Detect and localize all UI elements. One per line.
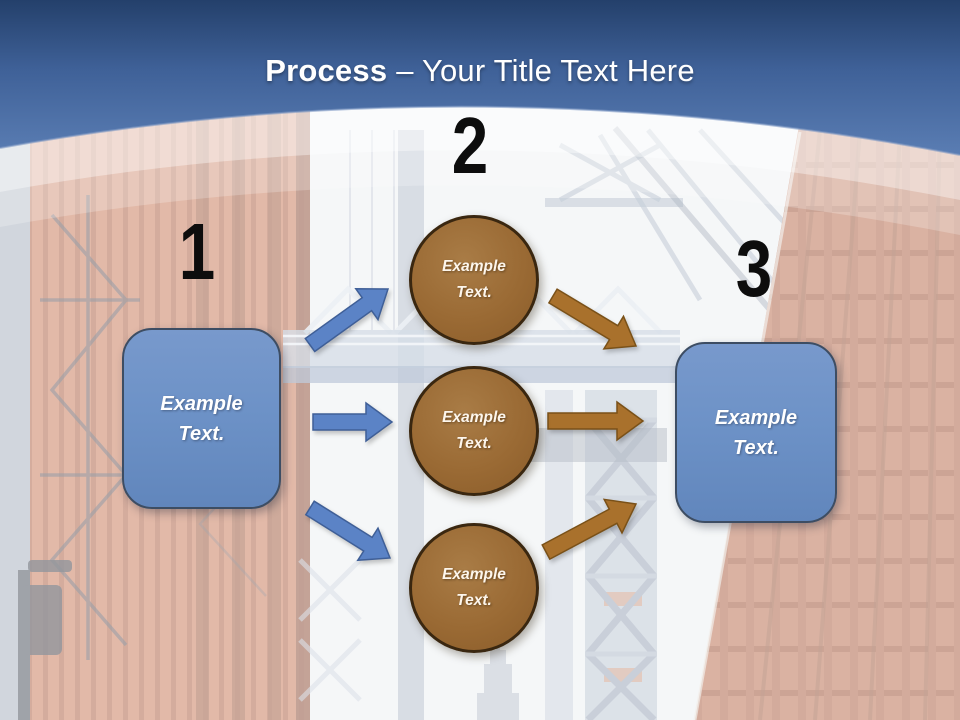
arrow-blue-bottom: [304, 500, 392, 562]
process-box-right-label: Example Text.: [714, 406, 798, 459]
process-box-left-label: Example Text.: [160, 392, 243, 445]
process-box-right[interactable]: Example Text.: [675, 342, 837, 523]
arrow-brown-bottom: [541, 498, 638, 561]
arrow-brown-middle: [547, 400, 645, 442]
arrow-blue-top: [304, 288, 390, 353]
process-circle-2[interactable]: Example Text.: [409, 366, 539, 496]
step-number-1[interactable]: 1: [178, 207, 216, 296]
process-circle-3[interactable]: Example Text.: [409, 523, 539, 653]
empire-state-silhouette: [477, 622, 519, 720]
arrow-blue-middle: [312, 401, 394, 443]
process-circle-3-label: Example Text.: [442, 565, 506, 609]
header-band: [0, 0, 960, 156]
step-number-2[interactable]: 2: [451, 101, 489, 190]
process-circle-2-label: Example Text.: [442, 408, 506, 452]
traffic-signal-silhouette: [18, 560, 72, 720]
title-rest: – Your Title Text Here: [396, 53, 695, 88]
process-circle-1-label: Example Text.: [442, 257, 506, 301]
slide-title[interactable]: Process– Your Title Text Here: [0, 53, 960, 89]
process-box-left[interactable]: Example Text.: [122, 328, 281, 509]
process-circle-1[interactable]: Example Text.: [409, 215, 539, 345]
title-emphasis: Process: [265, 53, 388, 88]
arrow-brown-top: [547, 288, 638, 350]
step-number-3[interactable]: 3: [735, 224, 773, 313]
